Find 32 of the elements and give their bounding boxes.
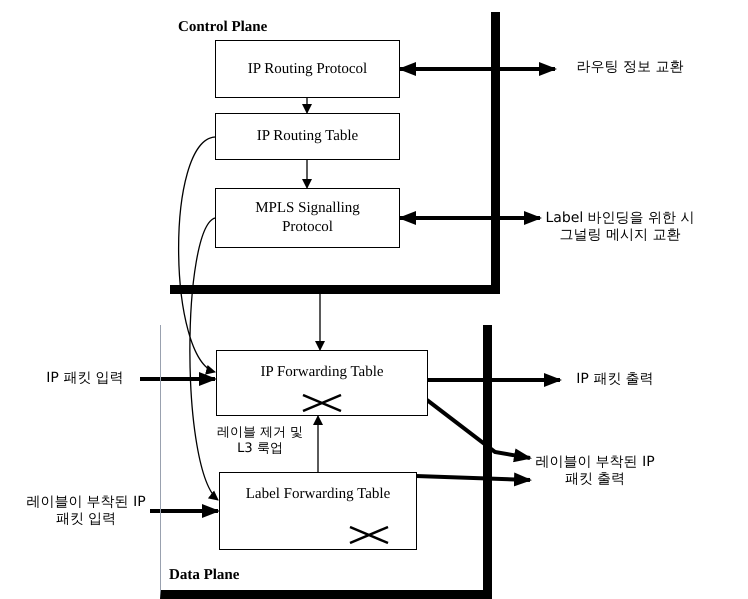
panel-title: Data Plane: [169, 566, 240, 584]
box-text: IP Routing Table: [256, 127, 358, 146]
process-box: [216, 350, 428, 416]
panel-title: Control Plane: [178, 18, 268, 37]
io-label: 레이블이 부착된 IP 패킷 입력: [22, 488, 150, 534]
arrow: [398, 211, 542, 225]
process-box: [215, 188, 400, 248]
io-label: 레이블이 부착된 IP 패킷 출력: [530, 448, 660, 494]
plane-panel: [170, 12, 500, 294]
arrow: [315, 294, 325, 351]
arrow: [189, 218, 219, 501]
box-text: IP Routing Protocol: [248, 60, 368, 78]
process-box: [219, 472, 417, 550]
io-label: IP 패킷 출력: [560, 368, 670, 392]
io-label: 라우팅 정보 교환: [555, 56, 705, 80]
arrow: [302, 98, 312, 114]
arrow: [416, 472, 532, 486]
arrow: [140, 372, 217, 386]
box-text: Label Forwarding Table: [246, 485, 390, 504]
process-box: [215, 40, 400, 98]
plane-panel: [160, 325, 492, 599]
box-text: MPLS Signalling Protocol: [254, 199, 361, 237]
arrow: [398, 62, 557, 76]
io-label: IP 패킷 입력: [30, 367, 140, 391]
box-text: IP Forwarding Table: [260, 363, 384, 382]
arrow: [150, 504, 220, 518]
arrow: [302, 160, 312, 189]
process-box: [215, 113, 400, 160]
arrow: [427, 373, 562, 387]
io-label: Label 바인딩을 위한 시그널링 메시지 교환: [540, 204, 700, 250]
arrow: [313, 415, 323, 472]
arrow: [178, 136, 216, 373]
